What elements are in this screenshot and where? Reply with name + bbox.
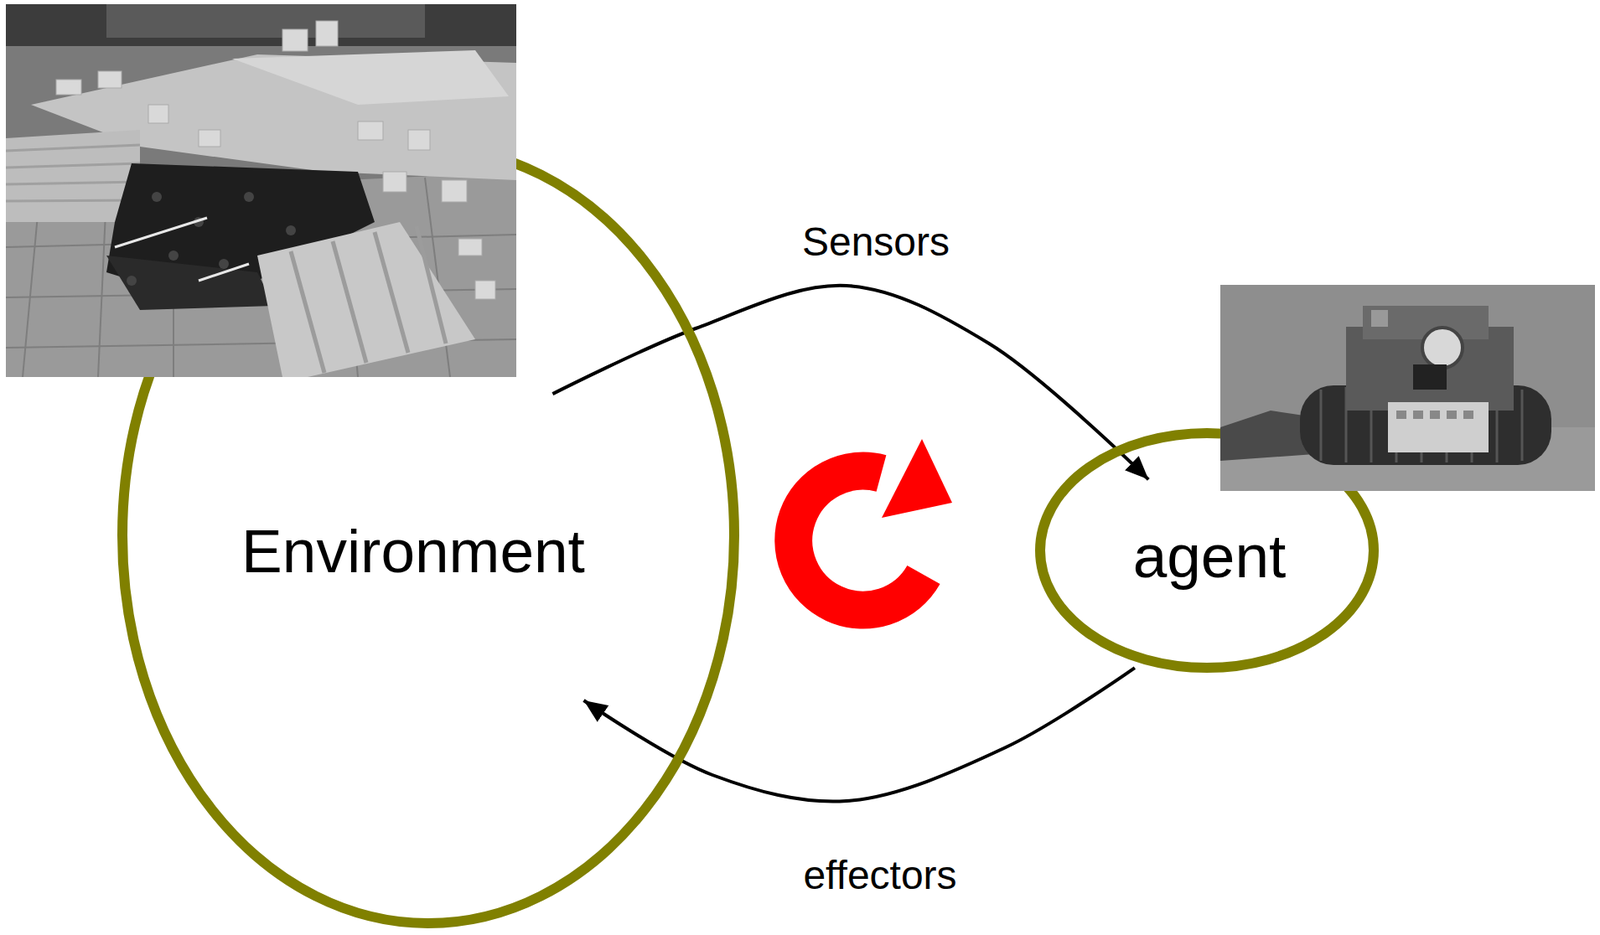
ellipse-shape [122,147,735,924]
ellipse-shape [1040,433,1374,668]
rubble-scene-photo [5,4,517,378]
node-label: Environment [234,512,592,591]
node-label: agent [1126,517,1294,596]
connector-arrow [552,285,1149,481]
edge-label: Sensors [797,217,955,267]
edge-label: effectors [797,850,962,901]
cycle-arrow [793,439,953,611]
cycle-arrowhead [881,439,953,518]
tracked-robot-photo [1220,284,1595,492]
